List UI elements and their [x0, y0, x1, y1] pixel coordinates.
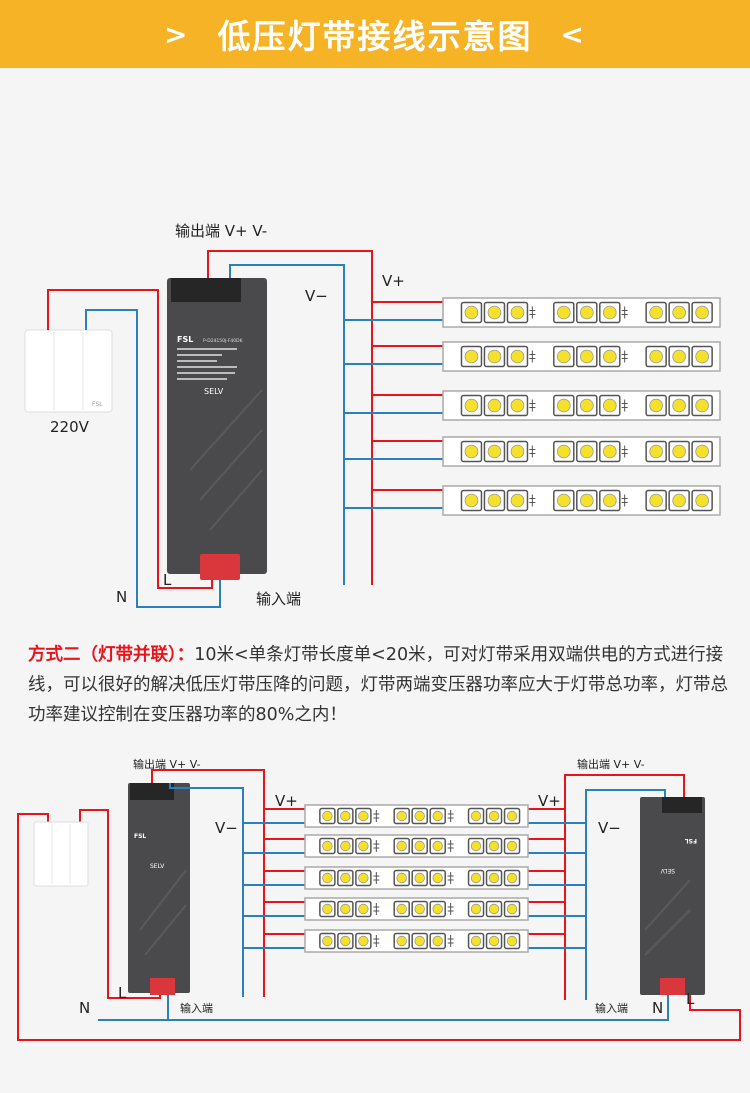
right-live-label: L	[686, 990, 695, 1008]
left-vplus-bus	[151, 769, 265, 997]
left-driver-brand: FSL	[134, 833, 146, 840]
left-output-label: 输出端 V+ V-	[133, 757, 201, 771]
left-vminus-label: V−	[215, 819, 238, 837]
strip-group-2	[243, 804, 586, 953]
live-label: L	[163, 571, 172, 589]
led-strip	[304, 866, 529, 890]
title-banner: > 低压灯带接线示意图 <	[0, 0, 750, 68]
left-live-label: L	[118, 984, 127, 1002]
right-neutral-label: N	[652, 999, 663, 1017]
right-vminus-bus	[585, 789, 666, 1000]
left-input-label: 输入端	[180, 1001, 213, 1015]
diagram-2: FSL SELV FSL SELV 输出端 V+ V- 输出端 V+ V- V+…	[17, 757, 741, 1041]
diagram-1: FSL 220V FSL P-D24150J-F40DK SELV 输出端 V+…	[24, 222, 721, 608]
led-strip	[304, 897, 529, 921]
vplus-bus	[207, 250, 373, 585]
left-led-driver: FSL SELV	[128, 783, 190, 995]
strip-group-1	[344, 297, 721, 516]
left-arrow: >	[164, 17, 190, 51]
live-wire	[47, 289, 213, 589]
left-driver-mark: SELV	[150, 863, 165, 870]
right-input-label: 输入端	[595, 1001, 628, 1015]
page-title: 低压灯带接线示意图	[217, 17, 533, 56]
right-arrow: <	[560, 17, 586, 51]
led-strip	[442, 390, 721, 421]
right-driver-mark: SELV	[660, 867, 675, 874]
left-vplus-label: V+	[275, 792, 298, 810]
right-vplus-bus	[564, 774, 685, 1000]
right-vplus-label: V+	[538, 792, 561, 810]
neutral-wire	[85, 309, 221, 608]
method-heading: 方式二（灯带并联）：	[28, 645, 195, 665]
vplus-label: V+	[382, 272, 405, 290]
led-driver: FSL P-D24150J-F40DK SELV	[167, 278, 267, 580]
switch-brand: FSL	[92, 401, 103, 408]
voltage-label: 220V	[50, 418, 90, 436]
input-terminal-label: 输入端	[256, 590, 301, 608]
led-strip	[304, 929, 529, 953]
right-output-label: 输出端 V+ V-	[577, 757, 645, 771]
live-loop-wire	[17, 813, 741, 1041]
neutral-label: N	[116, 588, 127, 606]
left-neutral-label: N	[79, 999, 90, 1017]
driver-brand: FSL	[177, 335, 193, 344]
led-strip	[304, 834, 529, 858]
left-vminus-bus	[169, 783, 244, 997]
vminus-label: V−	[305, 287, 328, 305]
right-driver-brand: FSL	[685, 837, 697, 844]
wall-switch: FSL	[24, 329, 113, 413]
led-strip	[442, 297, 721, 328]
led-strip	[442, 436, 721, 467]
vminus-bus	[229, 264, 345, 585]
neutral-wire-2	[98, 995, 669, 1021]
driver-model: P-D24150J-F40DK	[203, 338, 244, 344]
driver-selv-mark: SELV	[204, 387, 224, 396]
method-description: 方式二（灯带并联）：10米<单条灯带长度单<20米，可对灯带采用双端供电的方式进…	[28, 640, 728, 730]
method-body: 10米<单条灯带长度单<20米，可对灯带采用双端供电的方式进行接线，可以很好的解…	[28, 645, 728, 725]
left-live-wire	[79, 809, 161, 999]
right-vminus-label: V−	[598, 819, 621, 837]
output-terminal-label: 输出端 V+ V-	[175, 222, 267, 240]
led-strip	[442, 341, 721, 372]
led-strip	[442, 485, 721, 516]
wall-switch-2	[33, 821, 89, 887]
right-led-driver: FSL SELV	[640, 797, 705, 995]
led-strip	[304, 804, 529, 828]
